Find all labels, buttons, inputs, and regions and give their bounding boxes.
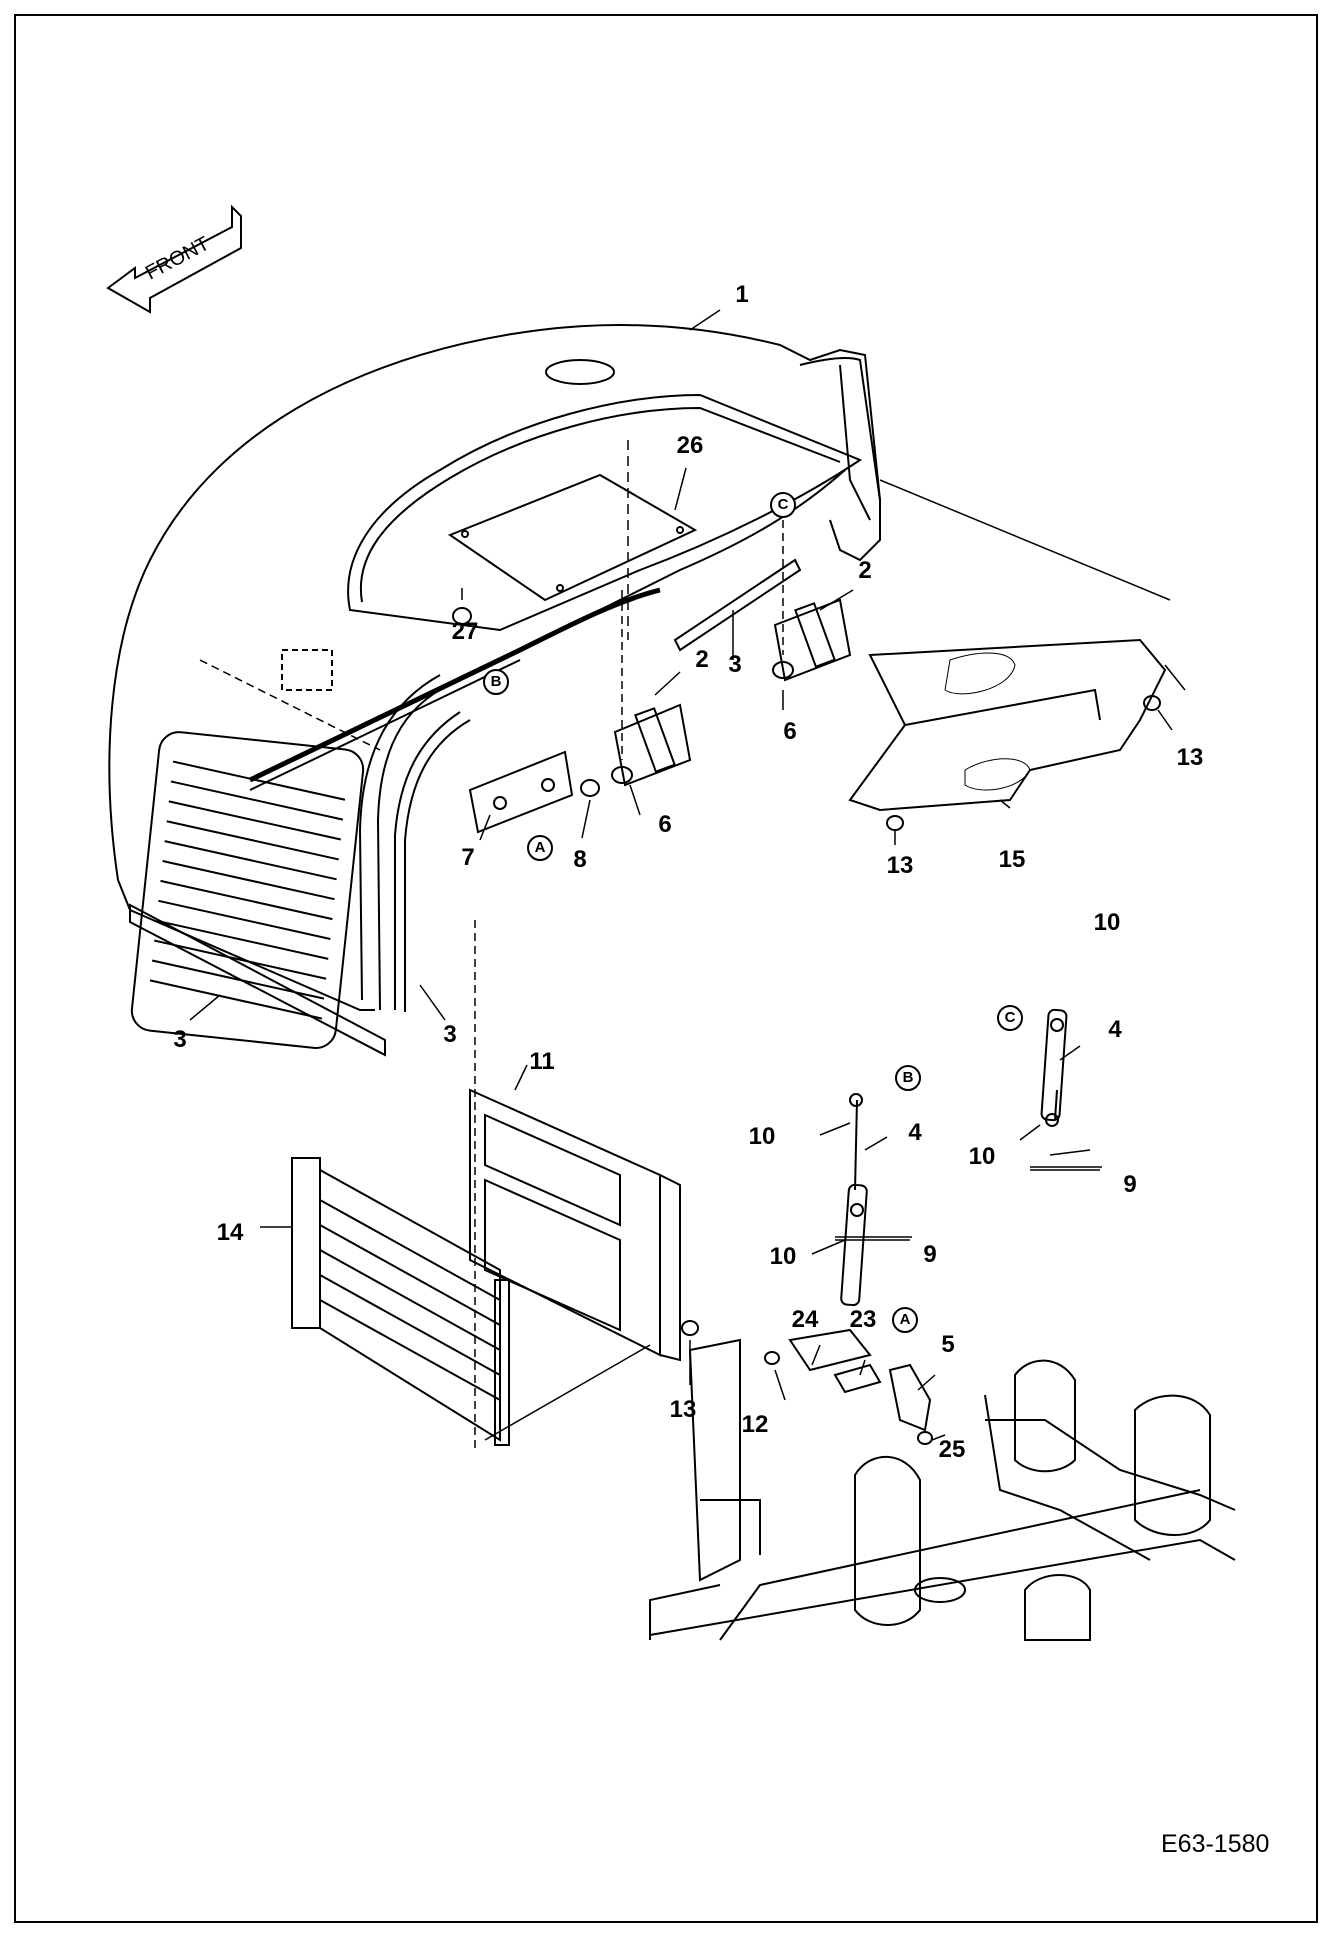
cover-plate-part [447, 440, 698, 640]
front-arrow-icon [106, 204, 242, 314]
reference-b: B [895, 1065, 921, 1091]
callout-25: 25 [938, 1436, 966, 1463]
latch-part [452, 607, 600, 834]
callout-13: 13 [1176, 744, 1204, 771]
callout-5: 5 [941, 1331, 955, 1358]
callout-leader-lines [189, 309, 1173, 1441]
seal-strip-part [673, 558, 802, 652]
callout-12: 12 [741, 1411, 769, 1438]
callout-8: 8 [573, 846, 587, 873]
callout-23: 23 [849, 1306, 877, 1333]
upper-frame-structure [649, 1338, 1236, 1641]
reference-c: C [997, 1005, 1023, 1031]
callout-13: 13 [886, 852, 914, 879]
reference-c: C [770, 492, 796, 518]
callout-1: 1 [735, 281, 749, 308]
side-panel-part [848, 638, 1186, 831]
callout-3: 3 [173, 1026, 187, 1053]
callout-14: 14 [216, 1219, 244, 1246]
callout-10: 10 [968, 1143, 996, 1170]
reference-a: A [527, 835, 553, 861]
callout-4: 4 [908, 1119, 922, 1146]
callout-27: 27 [451, 618, 479, 645]
callout-10: 10 [769, 1243, 797, 1270]
drawing-code: E63-1580 [1161, 1830, 1270, 1858]
callout-11: 11 [529, 1048, 555, 1075]
callout-10: 10 [1093, 909, 1121, 936]
callout-2: 2 [858, 557, 872, 584]
callout-4: 4 [1108, 1016, 1122, 1043]
reference-a: A [892, 1307, 918, 1333]
callout-7: 7 [461, 844, 475, 871]
callout-6: 6 [783, 718, 797, 745]
callout-2: 2 [695, 646, 709, 673]
engine-hood-part [108, 324, 1171, 1057]
callout-9: 9 [1123, 1171, 1137, 1198]
callout-26: 26 [676, 432, 704, 459]
callout-15: 15 [998, 846, 1026, 873]
callout-24: 24 [791, 1306, 819, 1333]
louver-frame-part [291, 1157, 510, 1446]
hinge-part [611, 520, 852, 787]
callout-9: 9 [923, 1241, 937, 1268]
drawing-border [14, 14, 1318, 1923]
callout-3: 3 [443, 1021, 457, 1048]
filter-screen-part [469, 920, 699, 1450]
gas-spring-part [840, 1008, 1068, 1307]
striker-bracket-part [764, 1328, 933, 1445]
reference-b: B [483, 669, 509, 695]
callout-13: 13 [669, 1396, 697, 1423]
callout-6: 6 [658, 811, 672, 838]
callout-3: 3 [728, 651, 742, 678]
callout-10: 10 [748, 1123, 776, 1150]
